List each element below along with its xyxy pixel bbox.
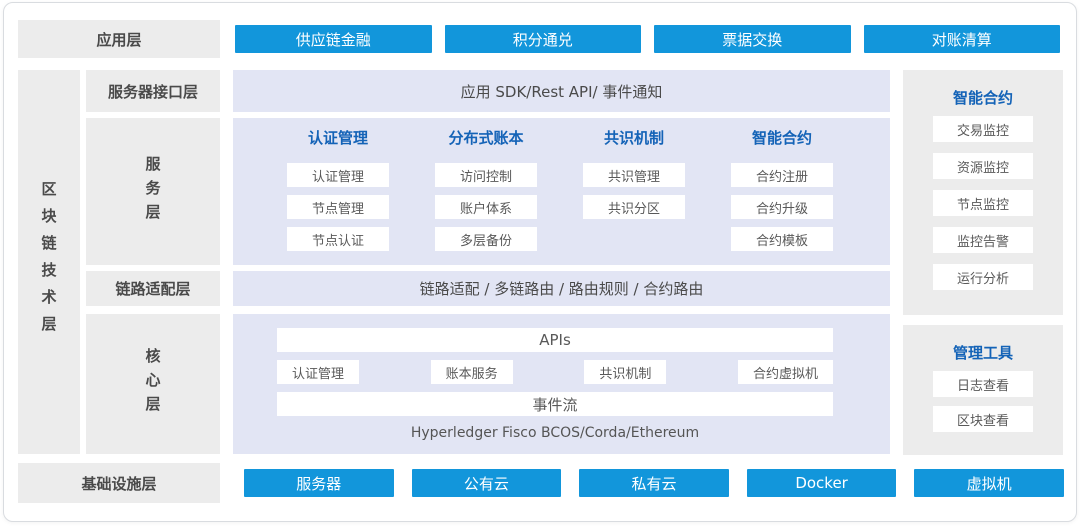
service-item: 节点认证 — [287, 227, 389, 251]
infra-layer-buttons: 服务器 公有云 私有云 Docker 虚拟机 — [244, 469, 1064, 497]
service-item: 合约模板 — [731, 227, 833, 251]
side-panel-item: 运行分析 — [933, 264, 1033, 290]
core-platforms-text: Hyperledger Fisco BCOS/Corda/Ethereum — [410, 425, 700, 441]
service-column-title: 分布式账本 — [448, 129, 524, 147]
infra-button-private-cloud: 私有云 — [579, 469, 729, 497]
app-button-reconciliation: 对账清算 — [863, 25, 1060, 53]
layer-label-server-interface: 服务器接口层 — [86, 70, 220, 112]
service-column-title: 共识机制 — [603, 129, 664, 147]
side-panel-item: 日志查看 — [933, 371, 1033, 397]
side-panel-item: 资源监控 — [933, 153, 1033, 179]
side-panel-management-tools: 管理工具 日志查看 区块查看 — [903, 325, 1063, 455]
side-panel-smart-contract-monitor: 智能合约 交易监控 资源监控 节点监控 监控告警 运行分析 — [903, 70, 1063, 315]
app-layer-label: 应用层 — [18, 20, 220, 58]
app-layer-buttons: 供应链金融 积分通兑 票据交换 对账清算 — [235, 25, 1060, 53]
service-column-auth: 认证管理 认证管理 节点管理 节点认证 — [287, 128, 389, 265]
core-module-box: 认证管理 — [277, 360, 360, 384]
infra-button-vm: 虚拟机 — [914, 469, 1064, 497]
side-panel-item: 监控告警 — [933, 227, 1033, 253]
side-panel-title: 管理工具 — [952, 344, 1013, 362]
service-column-title: 认证管理 — [307, 129, 368, 147]
service-item: 节点管理 — [287, 195, 389, 219]
side-panel-item: 交易监控 — [933, 116, 1033, 142]
layer-label-service: 服务层 — [86, 118, 220, 265]
side-panel-title: 智能合约 — [952, 89, 1013, 107]
link-adapter-content: 链路适配 / 多链路由 / 路由规则 / 合约路由 — [233, 271, 890, 306]
service-item: 共识管理 — [583, 163, 685, 187]
core-module-box: 账本服务 — [430, 360, 513, 384]
blockchain-tech-layer-bar: 区块链技术层 — [18, 70, 80, 454]
service-column-title: 智能合约 — [751, 129, 812, 147]
core-modules-row: 认证管理 账本服务 共识机制 合约虚拟机 — [277, 360, 833, 384]
layer-label-link-adapter: 链路适配层 — [86, 271, 220, 306]
core-apis-bar: APIs — [277, 328, 833, 352]
service-item: 认证管理 — [287, 163, 389, 187]
service-item: 合约注册 — [731, 163, 833, 187]
service-column-consensus: 共识机制 共识管理 共识分区 — [583, 128, 685, 265]
service-layer-panel: 认证管理 认证管理 节点管理 节点认证 分布式账本 访问控制 账户体系 多层备份… — [233, 118, 890, 265]
service-item: 账户体系 — [435, 195, 537, 219]
app-button-supply-chain-finance: 供应链金融 — [235, 25, 432, 53]
service-item: 合约升级 — [731, 195, 833, 219]
service-item: 多层备份 — [435, 227, 537, 251]
blockchain-tech-layer-label: 区块链技术层 — [39, 181, 58, 343]
infra-button-public-cloud: 公有云 — [411, 469, 562, 497]
layer-label-core: 核心层 — [86, 314, 220, 454]
core-module-box: 共识机制 — [584, 360, 667, 384]
core-layer-panel: APIs 认证管理 账本服务 共识机制 合约虚拟机 事件流 Hyperledge… — [233, 314, 890, 454]
app-button-bill-exchange: 票据交换 — [654, 25, 851, 53]
infra-button-docker: Docker — [746, 469, 897, 497]
service-item: 共识分区 — [583, 195, 685, 219]
service-column-smart-contract: 智能合约 合约注册 合约升级 合约模板 — [731, 128, 833, 265]
infra-layer-label: 基础设施层 — [18, 463, 220, 503]
service-item: 访问控制 — [435, 163, 537, 187]
side-panel-item: 节点监控 — [933, 190, 1033, 216]
server-interface-content: 应用 SDK/Rest API/ 事件通知 — [233, 70, 890, 112]
app-button-points-exchange: 积分通兑 — [444, 25, 641, 53]
side-panel-item: 区块查看 — [933, 406, 1033, 432]
core-module-box: 合约虚拟机 — [737, 360, 833, 384]
infra-button-server: 服务器 — [244, 469, 394, 497]
core-event-stream-bar: 事件流 — [277, 392, 833, 416]
service-column-ledger: 分布式账本 访问控制 账户体系 多层备份 — [435, 128, 537, 265]
